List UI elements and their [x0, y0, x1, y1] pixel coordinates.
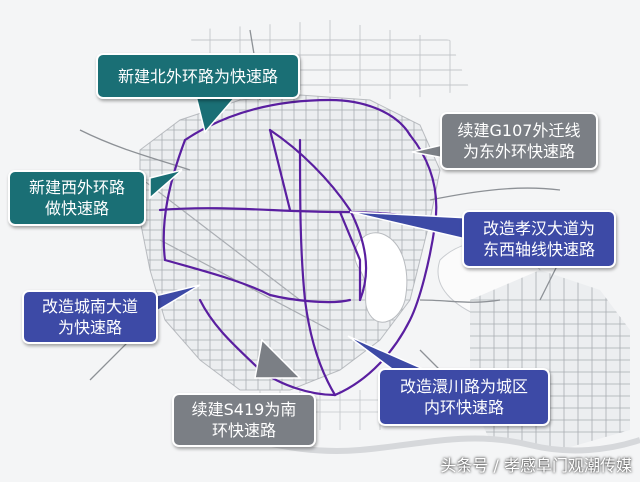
callout-text-line-2: 为东外环快速路 [462, 142, 575, 161]
callout-text-line-2: 为快速路 [57, 318, 122, 337]
west-outer-ring-road [162, 138, 187, 262]
callout-g107-east-ring: 续建G107外迁线 为东外环快速路 [440, 112, 598, 170]
pointer-s419 [254, 338, 302, 379]
lake [354, 232, 408, 323]
callout-north-outer-ring: 新建北外环路为快速路 [96, 53, 300, 99]
callout-xiaohan-avenue: 改造孝汉大道为 东西轴线快速路 [462, 210, 616, 268]
callout-text-line-2: 做快速路 [44, 199, 109, 218]
callout-text-line-2: 内环快速路 [423, 398, 504, 417]
callout-text-line-1: 续建G107外迁线 [457, 121, 581, 140]
north-outer-ring-road [183, 98, 412, 142]
east-outer-ring-road [333, 133, 438, 397]
watermark: 头条号 / 孝感阜门观潮传媒 [440, 456, 632, 475]
callout-s419-south-ring: 续建S419为南 环快速路 [172, 393, 316, 447]
expressway-network [158, 98, 438, 397]
pointer-west-outer-ring [149, 169, 183, 200]
callout-text: 新建北外环路为快速路 [117, 66, 278, 86]
callout-text-line-2: 环快速路 [211, 421, 276, 440]
callout-text-line-2: 东西轴线快速路 [482, 240, 595, 259]
callout-text-line-1: 改造澴川路为城区 [399, 377, 528, 396]
callout-huanchuan-road: 改造澴川路为城区 内环快速路 [378, 368, 550, 426]
callout-chengnan-avenue: 改造城南大道 为快速路 [22, 290, 158, 344]
callout-text-line-1: 改造城南大道 [41, 297, 138, 316]
inner-ring-road [268, 128, 368, 302]
callout-text-line-1: 改造孝汉大道为 [482, 219, 595, 238]
callout-west-outer-ring: 新建西外环路 做快速路 [8, 170, 146, 226]
callout-text-line-1: 续建S419为南 [191, 400, 297, 419]
chengnan-avenue [163, 258, 352, 304]
huanchuan-road [298, 138, 337, 397]
callout-text-line-1: 新建西外环路 [28, 178, 125, 197]
